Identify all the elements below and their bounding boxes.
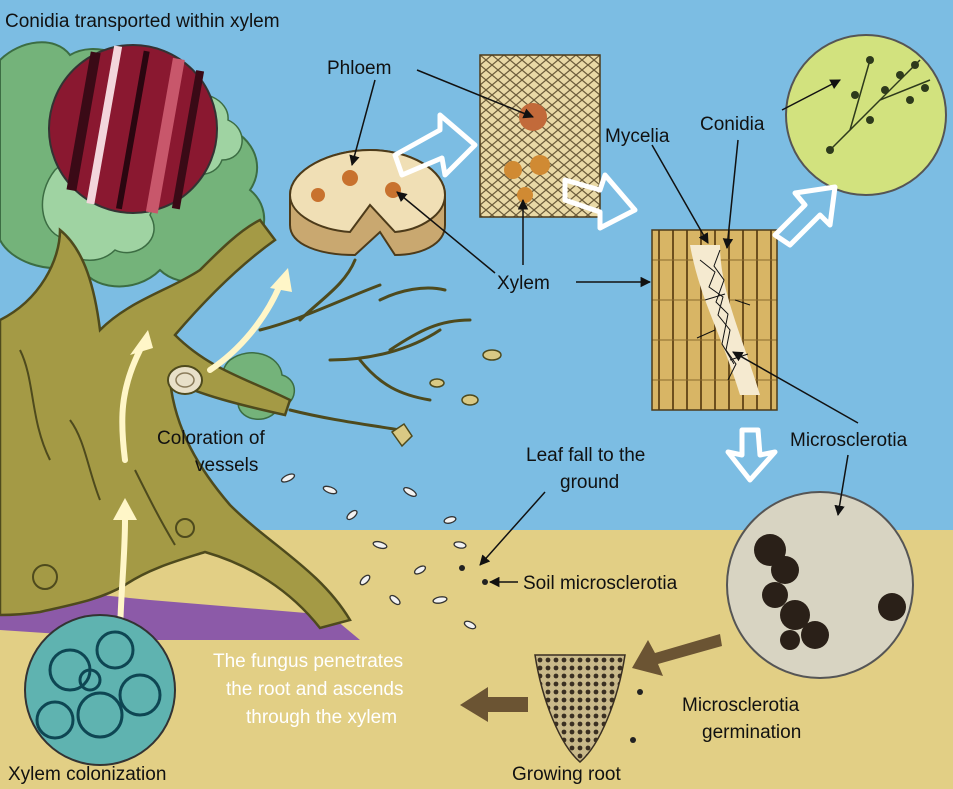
xylem-label: Xylem bbox=[497, 273, 550, 294]
fungus-penetrates-label-line-3: through the xylem bbox=[246, 707, 397, 728]
coloration-label-line-2: vessels bbox=[195, 455, 258, 476]
conidia-label: Conidia bbox=[700, 114, 765, 135]
microsclerotia-label: Microsclerotia bbox=[790, 430, 908, 451]
microsclerotia-micrograph bbox=[727, 492, 913, 678]
xylem-colonization-label: Xylem colonization bbox=[8, 764, 166, 785]
soil-microsclerotia-label: Soil microsclerotia bbox=[523, 573, 678, 594]
germination-label-line-2: germination bbox=[702, 722, 801, 743]
mycelia-label: Mycelia bbox=[605, 126, 670, 147]
leaf-fall-label-line-2: ground bbox=[560, 472, 619, 493]
conidia-transported-label: Conidia transported within xylem bbox=[5, 11, 280, 32]
fungus-penetrates-label-line-1: The fungus penetrates bbox=[213, 651, 403, 672]
xylem-phloem-micrograph bbox=[480, 55, 600, 217]
conidia-micrograph bbox=[786, 35, 946, 195]
xylem-vessel-with-mycelia bbox=[652, 230, 777, 410]
phloem-label: Phloem bbox=[327, 58, 391, 79]
xylem-colonization-micrograph bbox=[25, 615, 175, 765]
coloration-label-line-1: Coloration of bbox=[157, 428, 265, 449]
conidia-in-xylem-micrograph bbox=[49, 45, 217, 214]
fungus-penetrates-label-line-2: the root and ascends bbox=[226, 679, 403, 700]
germination-label-line-1: Microsclerotia bbox=[682, 695, 800, 716]
leaf-fall-label-line-1: Leaf fall to the bbox=[526, 445, 645, 466]
growing-root-label: Growing root bbox=[512, 764, 621, 785]
